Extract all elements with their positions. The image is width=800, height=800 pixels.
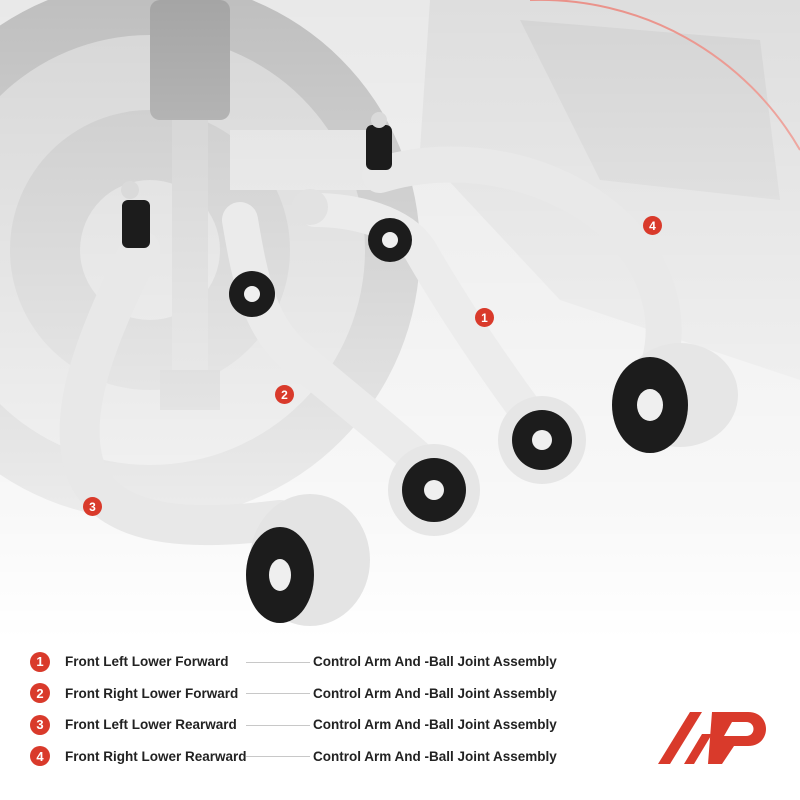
legend-row: 4 Front Right Lower Rearward Control Arm… [30,741,590,773]
legend-position: Front Right Lower Forward [65,685,239,701]
legend-divider [246,661,310,663]
legend-number: 1 [30,651,50,672]
marker-1: 1 [475,308,494,327]
control-arm-4 [362,112,738,453]
marker-3: 3 [83,497,102,516]
legend-divider [246,693,310,695]
brand-logo [658,712,766,764]
legend-divider [246,756,310,758]
legend-description: Control Arm And -Ball Joint Assembly [313,685,557,701]
legend-position: Front Right Lower Rearward [65,748,247,764]
legend-position: Front Left Lower Rearward [65,717,237,733]
legend-number: 3 [30,714,50,735]
legend-position: Front Left Lower Forward [65,654,229,670]
legend-description: Control Arm And -Ball Joint Assembly [313,717,557,733]
legend-description: Control Arm And -Ball Joint Assembly [313,654,557,670]
legend-number: 4 [30,746,50,767]
control-arm-3 [59,181,370,626]
suspension-photo [0,0,800,640]
marker-2: 2 [275,385,294,404]
legend-row: 2 Front Right Lower Forward Control Arm … [30,678,590,710]
legend-divider [246,724,310,726]
legend-description: Control Arm And -Ball Joint Assembly [313,748,557,764]
legend-number: 2 [30,683,50,704]
legend-row: 3 Front Left Lower Rearward Control Arm … [30,709,590,741]
parts-legend: 1 Front Left Lower Forward Control Arm A… [30,646,590,772]
marker-4: 4 [643,216,662,235]
legend-row: 1 Front Left Lower Forward Control Arm A… [30,646,590,678]
control-arm-1 [292,189,586,484]
control-arm-2 [222,202,480,536]
